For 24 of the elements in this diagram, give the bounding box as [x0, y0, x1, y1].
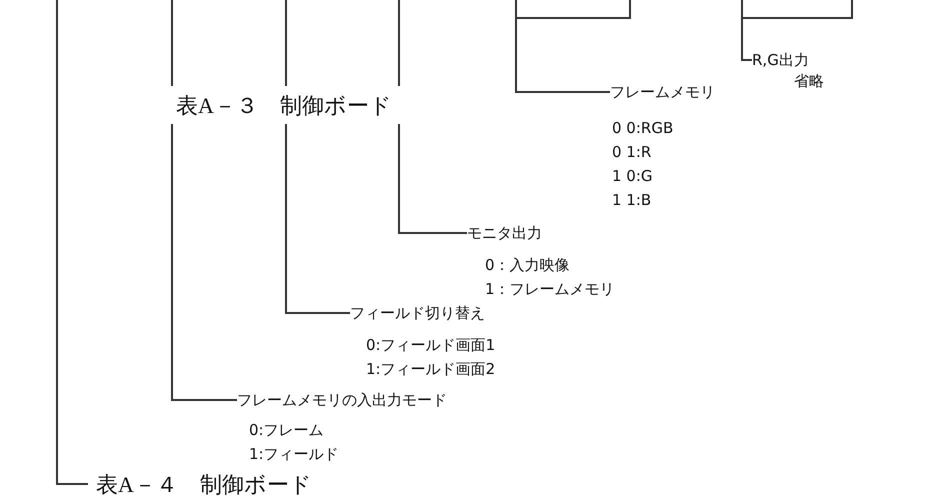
table-caption: 表A－３ 制御ボード [176, 92, 392, 120]
value-note: 1：フレームメモリ [485, 279, 615, 299]
value-note: 0:フレーム [249, 420, 324, 440]
value-note: 省略 [794, 71, 824, 91]
leader-line [56, 0, 88, 485]
value-note: 0：入力映像 [485, 255, 570, 275]
value-note: 1:フィールド画面2 [366, 359, 496, 379]
table-caption: 表A－４ 制御ボード [96, 471, 312, 498]
value-note: 0:フィールド画面1 [366, 335, 496, 355]
field-name: フレームメモリの入出力モード [237, 390, 447, 410]
value-note: 1 0:G [612, 166, 653, 186]
field-name: フィールド切り替え [350, 303, 485, 323]
value-note: 1:フィールド [249, 444, 339, 464]
value-note: 1 1:B [612, 190, 652, 210]
value-note: 0 0:RGB [612, 118, 674, 138]
value-note: 0 1:R [612, 142, 652, 162]
leader-line [515, 0, 610, 93]
leader-line [741, 0, 752, 61]
field-name: フレームメモリ [610, 82, 715, 102]
leader-line [171, 0, 238, 401]
leader-line [398, 0, 468, 234]
field-name: R,G出力 [752, 50, 809, 70]
leader-line [285, 0, 351, 314]
field-name: モニタ出力 [467, 223, 542, 243]
